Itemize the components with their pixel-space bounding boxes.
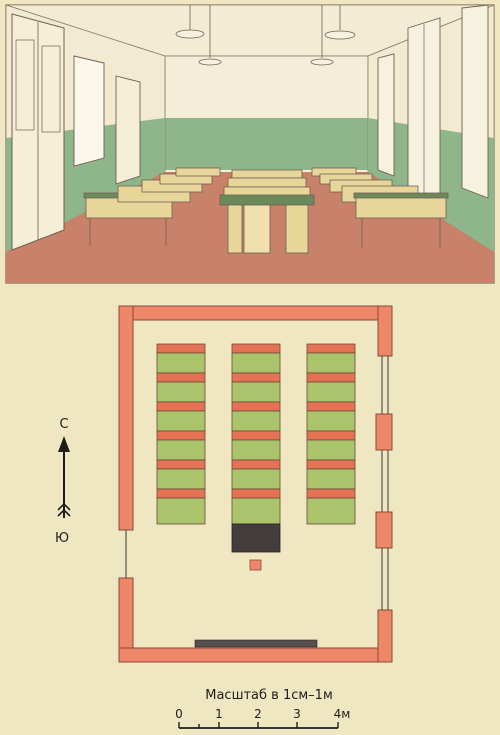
desk-column-right [306, 343, 356, 525]
scale-tick-4: 4м [334, 707, 351, 721]
teacher-desk [231, 523, 281, 553]
desk-column-left [156, 343, 206, 525]
room-walls [118, 305, 393, 663]
scale-tick-1: 1 [215, 707, 223, 721]
back-wainscot [165, 118, 368, 170]
ceiling-lamps [175, 5, 356, 66]
right-window-2 [377, 53, 395, 177]
classroom-floor-plan: С Ю Масштаб в 1см–1м 0 1 2 3 4м [55, 305, 393, 729]
desks-right [311, 167, 449, 248]
compass-south-label: Ю [55, 531, 69, 546]
blackboard [194, 639, 318, 648]
scale-tick-2: 2 [254, 707, 262, 721]
scale-tick-3: 3 [293, 707, 301, 721]
window-wall [381, 356, 389, 610]
left-door-2 [115, 75, 141, 185]
desks-middle [219, 169, 315, 254]
back-wall [164, 55, 369, 123]
compass-arrow-icon [58, 436, 70, 452]
scale-tick-0: 0 [175, 707, 183, 721]
teacher-chair [249, 559, 262, 571]
desk-column-middle [231, 343, 281, 525]
window-piers [375, 413, 393, 549]
classroom-illustration [5, 4, 495, 284]
compass: С Ю [55, 417, 71, 546]
compass-tail-icon [57, 508, 71, 517]
desks-left [83, 167, 221, 246]
right-window-3 [461, 4, 489, 199]
compass-north-label: С [59, 417, 68, 432]
scale-bar: Масштаб в 1см–1м 0 1 2 3 4м [175, 688, 351, 729]
scale-caption: Масштаб в 1см–1м [205, 688, 333, 703]
left-wall-board [73, 55, 105, 167]
